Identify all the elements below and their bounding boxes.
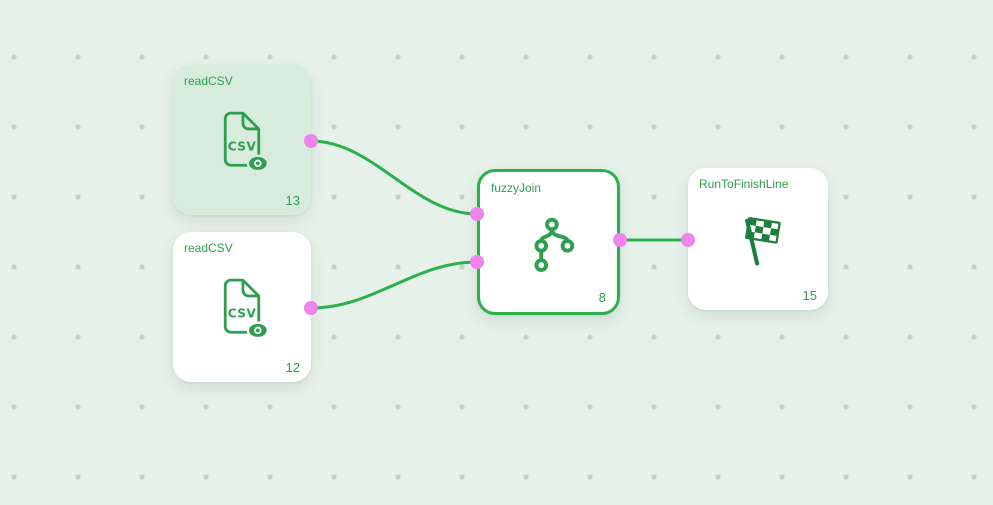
input-port-fuzzyjoin-bottom[interactable] [470,255,484,269]
eye-icon [246,321,269,340]
svg-text:CSV: CSV [228,306,257,320]
node-fuzzyjoin-8[interactable]: fuzzyJoin 8 [477,169,620,315]
input-port-fuzzyjoin-top[interactable] [470,207,484,221]
node-id-badge: 15 [802,288,817,303]
merge-icon [533,217,574,272]
csv-file-icon: CSV [223,111,269,173]
input-port-runtofinishline[interactable] [681,233,695,247]
node-id-badge: 8 [598,290,606,305]
node-readcsv-12[interactable]: readCSV CSV 12 [173,232,311,382]
node-id-badge: 12 [285,360,300,375]
eye-icon [246,154,269,173]
finish-flag-icon [745,217,781,266]
edge-readcsv13-to-fuzzyjoin[interactable] [309,139,479,216]
node-id-badge: 13 [285,193,300,208]
node-title: readCSV [184,241,233,255]
node-title: RunToFinishLine [699,177,789,191]
edge-readcsv12-to-fuzzyjoin[interactable] [309,260,479,310]
svg-text:CSV: CSV [228,139,257,153]
output-port-fuzzyjoin[interactable] [613,233,627,247]
csv-file-icon: CSV [223,278,269,340]
output-port-readcsv-12[interactable] [304,301,318,315]
node-readcsv-13[interactable]: readCSV CSV 13 [173,65,311,215]
node-runtofinishline-15[interactable]: RunToFinishLine 15 [688,168,828,310]
node-title: readCSV [184,74,233,88]
node-title: fuzzyJoin [491,181,542,195]
output-port-readcsv-13[interactable] [304,134,318,148]
